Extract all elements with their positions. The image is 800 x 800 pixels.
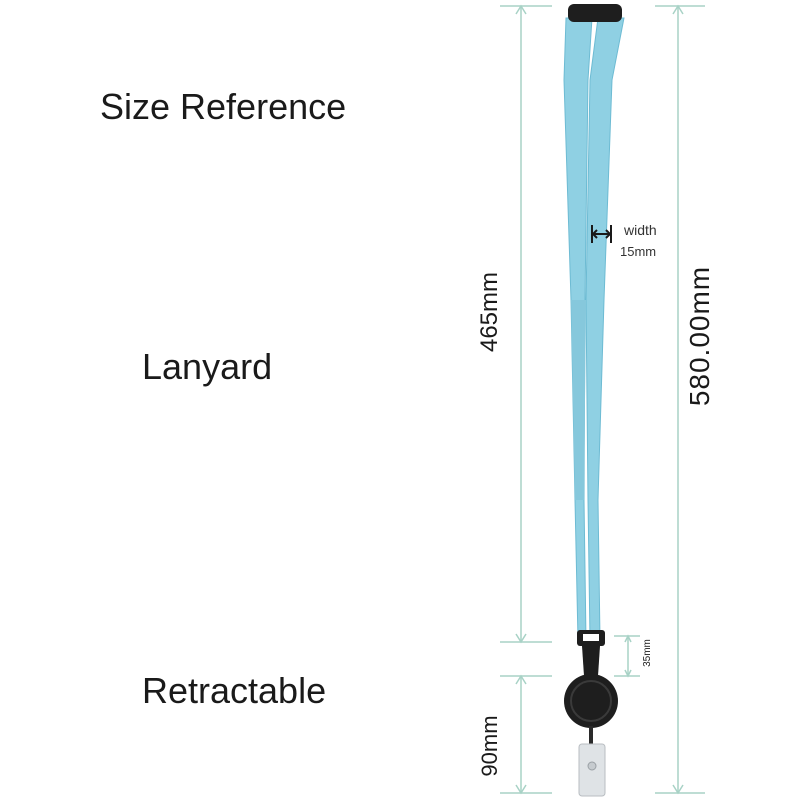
retractable-label: Retractable [142,670,327,711]
breakaway-clip-icon [568,4,622,22]
width-value: 15mm [620,244,657,259]
width-label: width [624,222,657,238]
retractable-reel [564,630,618,797]
lanyard-label: Lanyard [142,346,273,387]
dimension-lines [500,4,705,795]
clip-length-label: 35mm [642,639,653,667]
retractable-length-label: 90mm [477,715,502,777]
reel-icon [564,674,618,728]
swivel-clip-icon [582,646,600,676]
lanyard-strap [563,17,625,641]
width-arrow-icon [591,225,612,243]
total-length-label: 580.00mm [684,265,715,407]
page-title: Size Reference [100,86,347,127]
lanyard-length-label: 465mm [476,271,503,353]
